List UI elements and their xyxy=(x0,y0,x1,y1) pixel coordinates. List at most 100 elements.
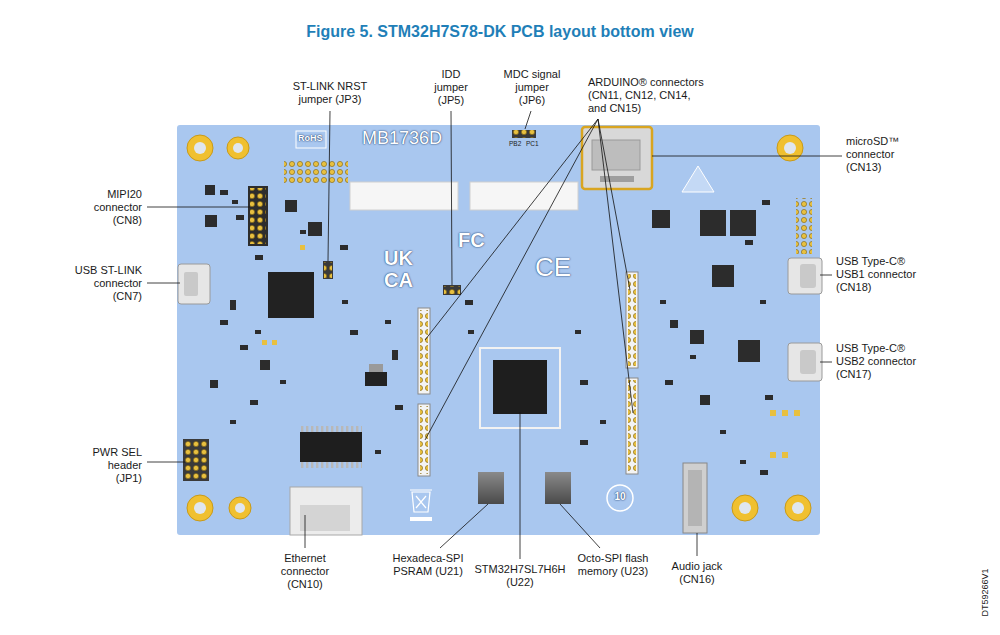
mounting-hole xyxy=(229,497,251,519)
leader-line xyxy=(598,119,633,413)
callout-label: MDC signal jumper (JP6) xyxy=(501,68,563,108)
hole-center xyxy=(194,142,206,154)
figure-title: Figure 5. STM32H7S78-DK PCB layout botto… xyxy=(0,22,1000,41)
arduino-pins xyxy=(420,406,428,474)
ethernet-port xyxy=(300,505,350,531)
callout-label: Ethernet connector (CN10) xyxy=(274,552,336,592)
leader-line xyxy=(440,504,488,548)
bin-outline xyxy=(410,490,432,512)
certification-mark: UK xyxy=(384,246,420,270)
leader-line xyxy=(560,504,600,548)
microsd-connector xyxy=(582,127,652,189)
smd-components xyxy=(205,185,773,475)
mcu-chip xyxy=(493,360,547,414)
weee-symbol xyxy=(410,490,432,521)
esd-symbol xyxy=(682,166,714,192)
usb-port xyxy=(800,264,816,288)
hole-center xyxy=(233,143,243,153)
connector-pad xyxy=(350,182,458,210)
regulator-tab xyxy=(369,364,383,372)
jumper-jp3 xyxy=(324,262,332,278)
ic-legs xyxy=(300,462,362,468)
pwr-sel-header xyxy=(184,440,208,480)
callout-label: Audio jack (CN16) xyxy=(667,560,727,586)
usb-port xyxy=(800,350,816,374)
leader-line xyxy=(520,412,521,559)
callout-label: Hexadeca-SPI PSRAM (U21) xyxy=(390,552,466,578)
arduino-pins xyxy=(420,310,428,392)
audio-jack xyxy=(683,463,707,533)
hole-center xyxy=(235,503,245,513)
callout-label: USB Type-C® USB1 connector (CN18) xyxy=(836,255,922,295)
hole-center xyxy=(792,502,804,514)
pcb-board xyxy=(177,125,820,535)
arduino-connector xyxy=(626,378,638,474)
leader-line xyxy=(425,119,598,340)
callout-label: MIPI20 connector (CN8) xyxy=(86,188,142,228)
callout-label: Octo-SPI flash memory (U23) xyxy=(577,552,649,578)
mounting-hole xyxy=(777,135,803,161)
bin-bar xyxy=(410,517,432,521)
mipi-header-base xyxy=(248,186,268,246)
silk-text: RoHS xyxy=(298,133,326,144)
usb-port xyxy=(184,272,198,296)
board-id: MB1736D xyxy=(362,128,452,150)
hole-center xyxy=(739,502,751,514)
usb-c-connector xyxy=(788,343,822,381)
recycle-number: 10 xyxy=(610,491,630,503)
ethernet-connector xyxy=(290,487,362,535)
usb-c-connector xyxy=(788,258,822,294)
mounting-hole xyxy=(732,495,758,521)
leader-line xyxy=(598,119,630,290)
callout-label: USB ST-LINK connector (CN7) xyxy=(68,264,142,304)
mounting-hole xyxy=(785,495,811,521)
jumper-base xyxy=(323,261,333,279)
hole-center xyxy=(784,142,796,154)
ic-chip xyxy=(300,432,362,462)
regulator xyxy=(365,372,387,386)
pin-header xyxy=(796,198,812,254)
callout-label: microSD™ connector (CN13) xyxy=(846,135,908,175)
leader-line xyxy=(147,207,250,208)
leader-line xyxy=(147,462,185,463)
callout-label: IDD jumper (JP5) xyxy=(430,68,472,108)
leader-line xyxy=(305,515,306,548)
jumper-jp6 xyxy=(512,130,536,138)
certification-mark: FC xyxy=(458,228,492,252)
leader-line xyxy=(820,275,832,276)
microsd-slot xyxy=(592,140,640,170)
jumper-base xyxy=(512,130,536,138)
callout-label: ARDUINO® connectors (CN11, CN12, CN14, a… xyxy=(588,76,710,116)
pin-name: PC1 xyxy=(526,140,542,148)
leader-line xyxy=(820,362,832,363)
arduino-pins xyxy=(628,380,636,472)
usb-connector xyxy=(178,264,210,304)
leader-line xyxy=(697,533,698,556)
arduino-connector xyxy=(418,404,430,476)
ic-legs xyxy=(300,426,362,432)
pin-header xyxy=(284,160,348,184)
callout-label: PWR SEL header (JP1) xyxy=(86,446,142,486)
mipi20-connector xyxy=(250,188,266,244)
mounting-hole xyxy=(187,135,213,161)
test-pads xyxy=(262,245,800,458)
jumper-base xyxy=(443,285,461,295)
leader-lines xyxy=(147,111,842,559)
document-id: DT59266V1 xyxy=(980,557,991,627)
psram-chip xyxy=(478,472,504,504)
arduino-connector xyxy=(418,308,430,394)
hole-center xyxy=(194,502,206,514)
leader-line xyxy=(328,111,330,261)
recycle-symbol xyxy=(607,485,633,511)
header-base xyxy=(183,439,209,481)
leader-line xyxy=(147,283,180,284)
leader-line xyxy=(451,111,452,285)
leader-line xyxy=(425,119,598,440)
mounting-hole xyxy=(227,137,249,159)
pin-name: PB2 xyxy=(509,140,525,148)
rohs-mark-box xyxy=(296,131,326,148)
leader-line xyxy=(652,156,842,157)
mounting-holes xyxy=(187,135,811,521)
